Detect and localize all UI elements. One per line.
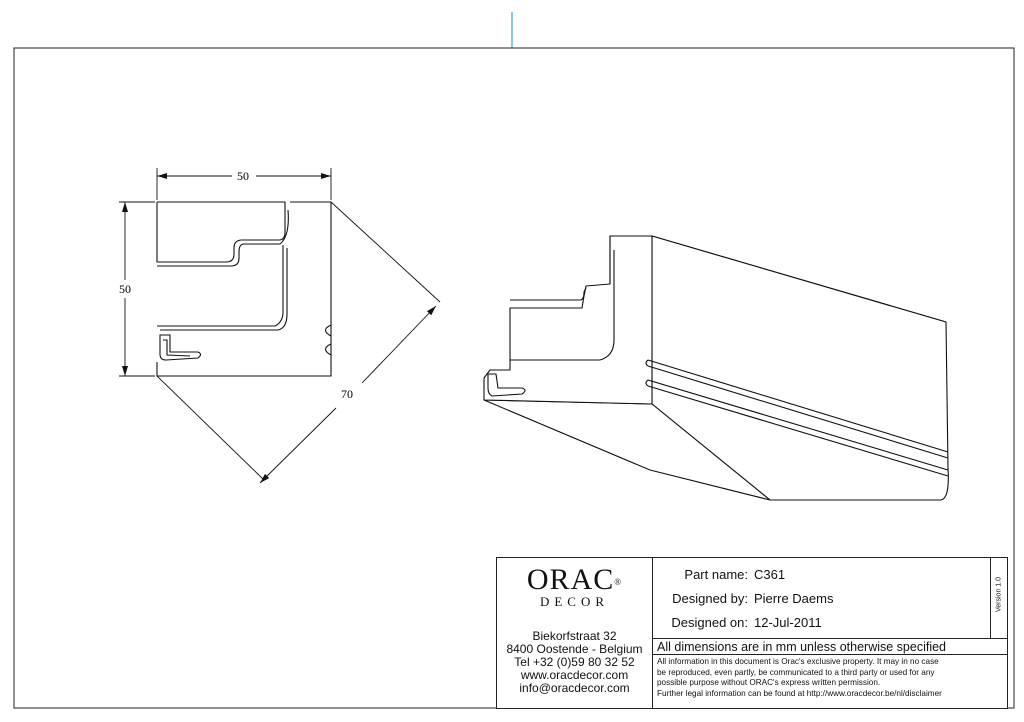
profile-clip bbox=[159, 334, 202, 361]
company-panel: ORAC® DECOR Biekorfstraat 32 8400 Oosten… bbox=[497, 558, 653, 708]
iso-groove-top bbox=[647, 359, 949, 459]
designed-by-row: Designed by: Pierre Daems bbox=[653, 591, 833, 606]
profile-view bbox=[156, 201, 332, 377]
part-name-label: Part name: bbox=[684, 567, 748, 582]
profile-clip-inner bbox=[163, 339, 191, 357]
address-phone: Tel +32 (0)59 80 32 52 bbox=[514, 655, 635, 669]
designed-on-value: 12-Jul-2011 bbox=[754, 615, 822, 630]
registered-mark: ® bbox=[614, 577, 623, 587]
designed-by-label: Designed by: bbox=[672, 591, 748, 606]
address-email: info@oracdecor.com bbox=[519, 681, 630, 695]
dimension-diagonal bbox=[156, 201, 441, 484]
company-address: Biekorfstraat 32 8400 Oostende - Belgium… bbox=[497, 630, 652, 695]
part-name-row: Part name: C361 bbox=[653, 567, 785, 582]
iso-end-inner bbox=[510, 250, 615, 361]
legal-line: be reproduced, even partly, be communica… bbox=[657, 667, 935, 677]
title-fields: Part name:C361 Designed by:Pierre Daems … bbox=[653, 558, 990, 638]
isometric-view bbox=[483, 235, 949, 501]
dimension-width-label: 50 bbox=[237, 169, 249, 183]
part-name-value: C361 bbox=[754, 567, 786, 582]
profile-web bbox=[157, 209, 289, 267]
version-label: Version 1.0 bbox=[995, 576, 1003, 613]
address-street: Biekorfstraat 32 bbox=[532, 629, 617, 643]
profile-notch-top bbox=[324, 324, 332, 337]
logo-main-text: ORAC bbox=[526, 563, 615, 596]
profile-notch-bottom bbox=[324, 343, 332, 356]
dimension-height-label: 50 bbox=[119, 282, 131, 296]
legal-notice: All information in this document is Orac… bbox=[657, 657, 1005, 699]
dimensions-note: All dimensions are in mm unless otherwis… bbox=[653, 638, 1007, 655]
designed-on-row: Designed on: 12-Jul-2011 bbox=[653, 615, 822, 630]
iso-end-step bbox=[510, 287, 587, 301]
logo-sub-text: DECOR bbox=[539, 594, 610, 609]
profile-web-vertical bbox=[157, 245, 284, 327]
iso-front-face bbox=[651, 235, 949, 501]
profile-outline bbox=[156, 201, 286, 263]
dimension-height bbox=[119, 201, 155, 377]
dimension-width bbox=[156, 168, 332, 200]
designed-on-label: Designed on: bbox=[671, 615, 748, 630]
version-cell: Version 1.0 bbox=[990, 558, 1007, 638]
profile-web-vertical-inner bbox=[160, 248, 288, 331]
legal-line: possible purpose without ORAC's express … bbox=[657, 678, 881, 687]
address-web: www.oracdecor.com bbox=[520, 668, 629, 682]
profile-outline-right bbox=[156, 201, 332, 377]
address-city: 8400 Oostende - Belgium bbox=[506, 642, 643, 656]
iso-clip bbox=[487, 373, 526, 397]
iso-groove-bottom bbox=[647, 379, 949, 477]
iso-groove-ends bbox=[645, 359, 649, 387]
iso-end-face bbox=[483, 235, 653, 405]
dimension-diagonal-label: 70 bbox=[341, 387, 353, 401]
title-block: ORAC® DECOR Biekorfstraat 32 8400 Oosten… bbox=[496, 557, 1008, 709]
legal-line: Further legal information can be found a… bbox=[657, 688, 942, 698]
orac-decor-logo: ORAC® DECOR bbox=[497, 564, 652, 610]
legal-line: All information in this document is Orac… bbox=[657, 657, 939, 666]
designed-by-value: Pierre Daems bbox=[754, 591, 834, 606]
